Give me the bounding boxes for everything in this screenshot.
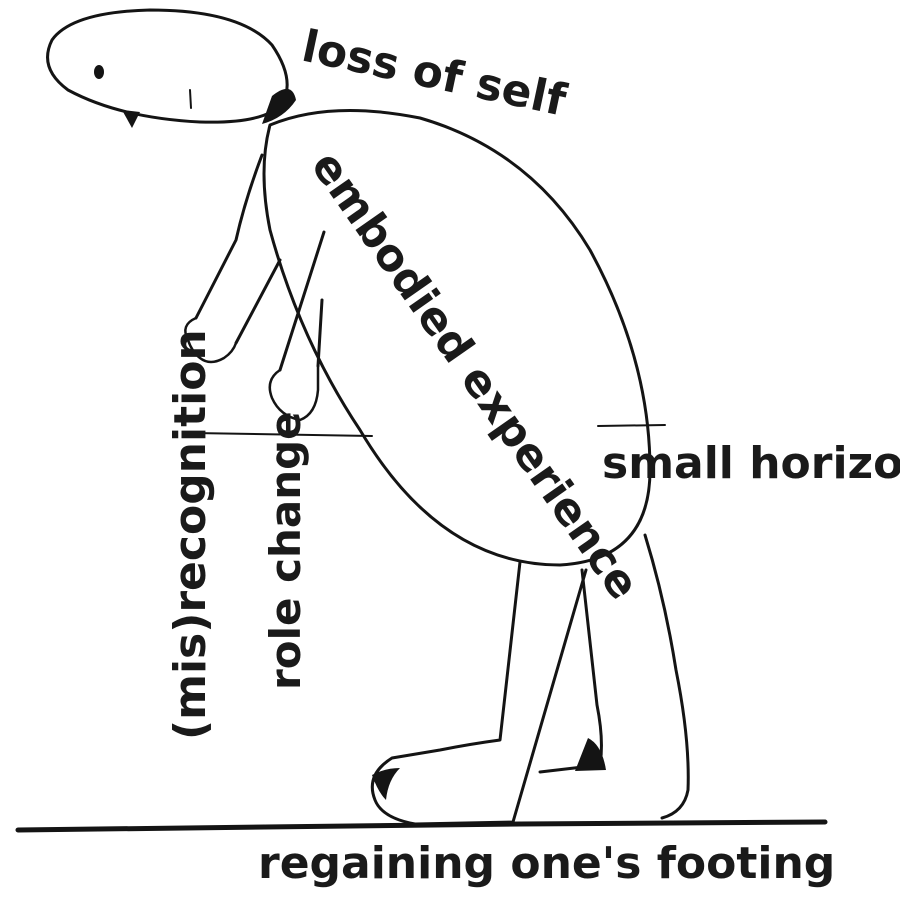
label-small-horizon: small horizon <box>602 438 900 489</box>
eye-icon <box>94 65 104 79</box>
head <box>48 10 296 128</box>
label-regaining-footing: regaining one's footing <box>258 838 835 889</box>
mouth-icon <box>122 110 140 128</box>
label-embodied-experience: embodied experience <box>301 142 649 609</box>
ear-line <box>190 90 191 108</box>
label-misrecognition: (mis)recognition <box>165 329 216 740</box>
label-role-change: role change <box>261 411 310 690</box>
